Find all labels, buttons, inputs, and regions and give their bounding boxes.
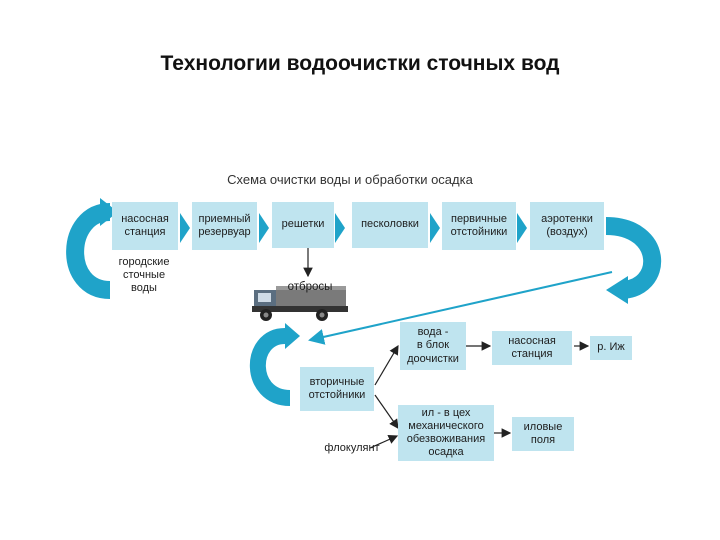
diagram-title: Схема очистки воды и обработки осадка [227, 172, 473, 187]
page-title: Технологии водоочистки сточных вод [160, 52, 560, 75]
input-label: городские сточные воды [118, 256, 170, 295]
stage-primary-settlers: первичные отстойники [442, 202, 516, 250]
stage-receiving-tank: приемный резервуар [192, 202, 257, 250]
flocculant-label: флокулянт [324, 442, 380, 454]
river-box: р. Иж [590, 336, 632, 360]
flocculant-arrow [369, 435, 399, 449]
secondary-settlers: вторичные отстойники [300, 367, 374, 411]
transfer-arrow [308, 271, 613, 345]
stage-pump-station: насосная станция [112, 202, 178, 250]
stage-chevrons [180, 213, 527, 243]
waste-label: отбросы [287, 281, 333, 293]
water-branch-box: вода - в блок доочистки [400, 322, 466, 370]
truck-icon [252, 286, 348, 321]
stage-aerotanks: аэротенки (воздух) [530, 202, 604, 250]
stage-sand-traps: песколовки [352, 202, 428, 248]
return-curve-arrow [605, 217, 662, 304]
water-branch-arrow [374, 344, 399, 386]
stage-screens: решетки [272, 202, 334, 248]
sludge-branch-arrow [374, 394, 399, 429]
water-pump-station: насосная станция [492, 331, 572, 365]
sludge-branch-box: ил - в цех механического обезвоживания о… [398, 405, 494, 461]
sludge-fields-box: иловые поля [512, 417, 574, 451]
inlet-curve-arrow [66, 198, 118, 299]
secondary-curve-arrow [249, 323, 300, 406]
